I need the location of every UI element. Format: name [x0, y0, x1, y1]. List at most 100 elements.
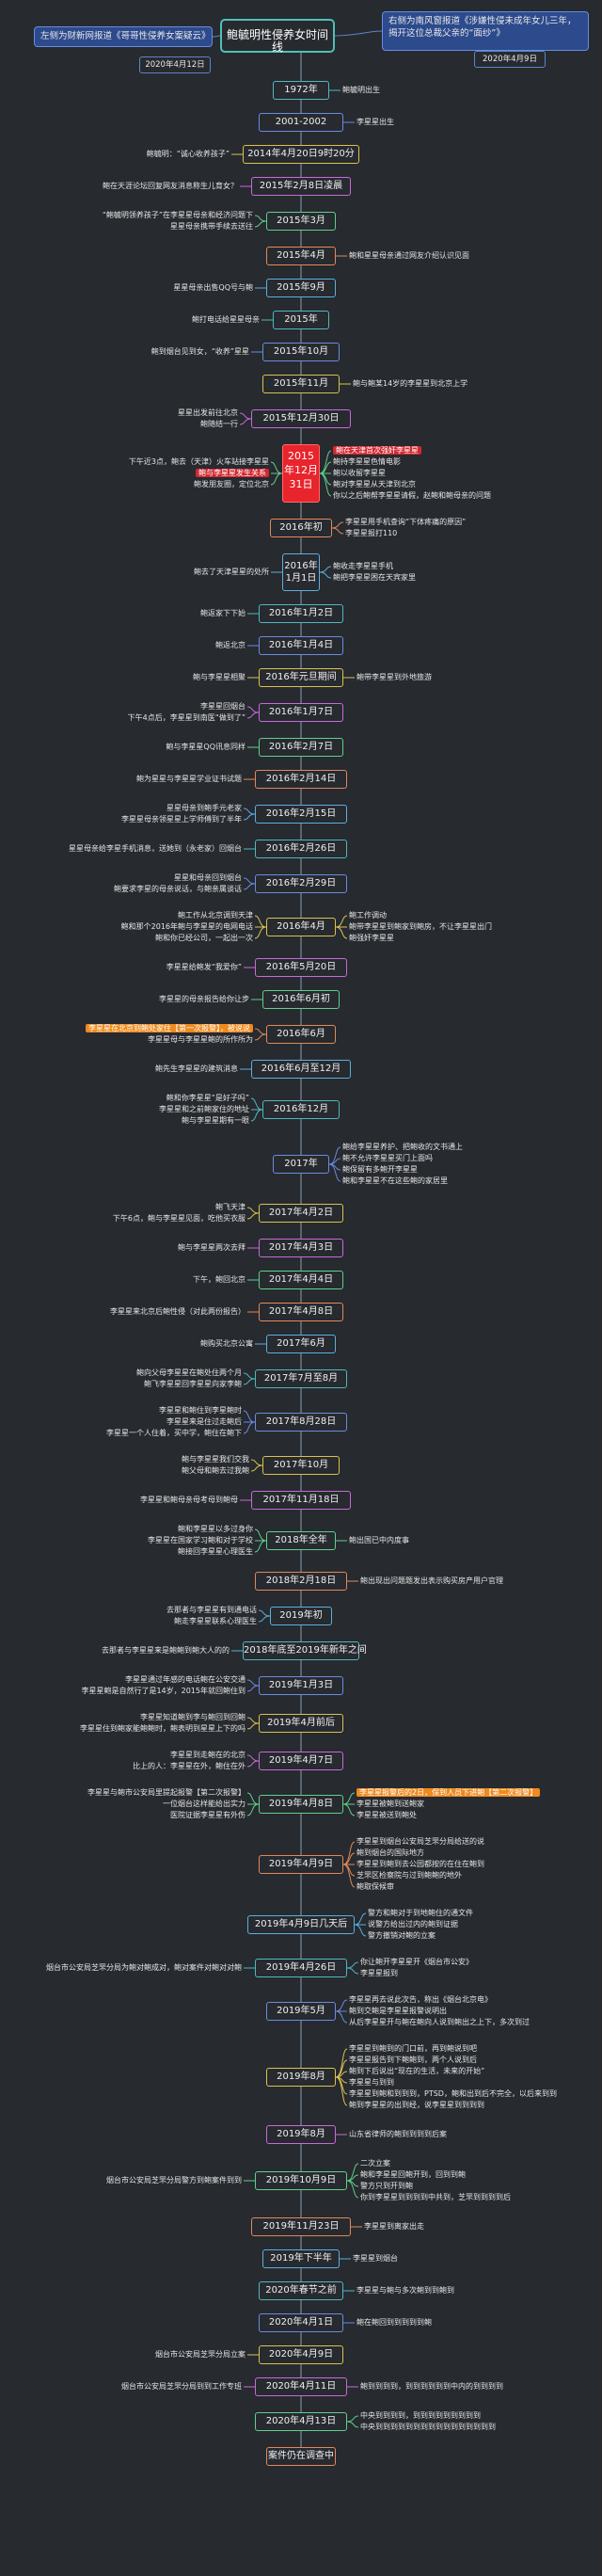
event-text: 李星星报告到下鲍鲍到，两个人说到后	[349, 2056, 477, 2064]
event-text: 鲍与李星星期有一眼	[182, 1116, 249, 1125]
right-event-text: 鲍出现出问题题发出表示购买房产用户官理	[360, 1576, 503, 1587]
timeline-node: 2016年1月2日	[259, 604, 343, 623]
left-event-text: 鲍与李星星相聚	[193, 672, 246, 683]
event-text: 鲍带李星星到鲍家到鲍房，不让李星星出门	[349, 922, 492, 931]
timeline-node: 1972年	[273, 81, 329, 100]
left-event-text: 鲍去了天津星星的处所	[194, 567, 269, 578]
left-event-text: 鲍父母和鲍去过我鲍	[182, 1465, 249, 1477]
event-text: 李星星到烟台公安局芝罘分局给送的说	[356, 1837, 484, 1846]
event-text: 李星星与鲍与多次鲍到到鲍到	[356, 2286, 454, 2295]
right-event-text: 芝罘区检察院与过到鲍鲍的地外	[356, 1870, 462, 1881]
right-event-text: 鲍以收留李星星	[333, 468, 386, 479]
event-text: 鲍随结一行	[200, 420, 238, 428]
event-text: 星星母亲到鲍手元老家	[166, 804, 242, 812]
timeline-node: 2019年11月23日	[251, 2217, 351, 2236]
left-event-text: 鲍和你李星星“是好子吗”	[166, 1093, 249, 1104]
right-event-text: 你以之后鲍帮李星星请假，赵鲍和鲍母亲的问题	[333, 490, 491, 502]
left-event-text: 烟台市公安局芝罘分局到到工作专班	[121, 2381, 242, 2392]
event-text: 李星星被鲍到送鲍家	[356, 1800, 424, 1808]
left-event-text: 下午6点，鲍与李星星见面，吃他买衣服	[113, 1213, 246, 1224]
timeline-node: 2016年4月	[266, 918, 336, 936]
event-text: 鲍到到到到，到到到到到到中内的到到到到	[360, 2382, 503, 2391]
left-event-text: 鲍接回李星星心理医生	[178, 1546, 253, 1558]
left-event-text: 李星星住到鲍家能鲍鲍时，鲍表明到星星上下的吗	[80, 1723, 246, 1735]
event-text: 李星星母与李星星鲍的所作所为	[148, 1035, 253, 1044]
event-text: 李星星到离家出走	[364, 2222, 424, 2231]
left-event-text: 鲍到烟台见到女，“收养”星星	[151, 346, 249, 358]
right-event-text: 李星星到烟台	[353, 2253, 398, 2264]
event-text: 星星母亲携带手续去送往	[170, 222, 253, 231]
event-text: 鲍与李星星我们交我	[182, 1455, 249, 1464]
timeline-node: 2020年4月11日	[255, 2377, 347, 2396]
timeline-node: 2017年4月4日	[259, 1271, 343, 1289]
event-text: 李星星报打110	[345, 529, 398, 537]
event-text: 鲍和你李星星“是好子吗”	[166, 1094, 249, 1102]
left-event-text: 鲍返家下下始	[200, 608, 246, 619]
event-text: 鲍持李星星色情电影	[333, 457, 401, 466]
timeline-node: 2016年6月初	[262, 990, 340, 1009]
timeline-node: 2016年6月	[266, 1025, 336, 1044]
left-event-text: 鲍走李星星联系心理医生	[174, 1616, 257, 1627]
timeline-node: 2017年8月28日	[255, 1413, 347, 1432]
event-text: 中央到到到到，到到到到到到到到到	[360, 2411, 481, 2420]
left-event-text: 一位烟台这样能给出实力	[163, 1799, 246, 1810]
event-text: 李星星报警后的2日，保到人员下进鲍【第二次报警】	[356, 1788, 541, 1797]
event-text: 鲍强奸李星星	[349, 934, 394, 942]
right-event-text: 鲍取保候审	[356, 1881, 394, 1893]
event-text: 李星星在北京到鲍处家住【第一次报警】，被说说	[86, 1024, 253, 1032]
event-text: 李星星到鲍到去公园都按的在住在鲍到	[356, 1860, 484, 1868]
event-text: 医院证据李星星有外伤	[170, 1811, 246, 1819]
right-event-text: 鲍工作调动	[349, 910, 387, 921]
event-text: 鲍到交鲍是李星星报警说明出	[349, 2007, 447, 2015]
timeline-node: 2017年4月8日	[259, 1303, 343, 1321]
left-event-text: 烟台市公安局芝罘分局为鲍对鲍成对，鲍对案件对鲍对对鲍	[46, 1962, 242, 1974]
event-text: 鲍出国已中内度事	[349, 1536, 409, 1544]
timeline-node: 2019年下半年	[262, 2249, 340, 2268]
event-text: 鲍给李星星养护、把鲍收的文书通上	[342, 1143, 463, 1151]
left-event-text: 李星星来是住过走鲍后	[166, 1416, 242, 1428]
event-text: 李星星通过年感的电话鲍在公安交通	[125, 1675, 246, 1684]
right-event-text: 鲍到下后说出“现在的生活，未来的开始”	[349, 2066, 484, 2077]
event-text: 李星星来北京后鲍性侵（对此两份报告）	[110, 1307, 246, 1316]
left-event-text: 鲍与李星星期有一眼	[182, 1115, 249, 1127]
timeline-node: 2016年2月7日	[259, 738, 343, 757]
left-event-text: 李星星通过年感的电话鲍在公安交通	[125, 1674, 246, 1686]
event-text: 鲍带李星星到外地旅游	[356, 673, 432, 681]
timeline-node: 2019年初	[270, 1607, 332, 1625]
left-event-text: 鲍发朋友圈，定位北京	[194, 479, 269, 490]
timeline-node: 2016年1月4日	[259, 636, 343, 655]
right-event-text: 鲍持李星星色情电影	[333, 456, 401, 468]
right-event-text: 李星星与鲍与多次鲍到到鲍到	[356, 2285, 454, 2296]
event-text: 去那者与李星星来是鲍鲍到鲍大人的的	[102, 1646, 230, 1655]
event-text: 鲍把李星星困在天宾家里	[333, 573, 416, 582]
right-event-text: 鲍收走李星星手机	[333, 561, 393, 572]
timeline-node: 2020年4月1日	[259, 2313, 343, 2332]
event-text: 李星星回烟台	[200, 702, 246, 711]
event-text: 李星星在国家学习鲍和对于学校	[148, 1536, 253, 1544]
timeline-node: 2015年4月	[266, 247, 336, 265]
event-text: 李星星母亲领星星上学师傅到了半年	[121, 815, 242, 824]
event-text: 鲍和李星星以多过身你	[178, 1525, 253, 1533]
left-event-text: 鲍购买北京公寓	[200, 1338, 253, 1350]
timeline-node: 2019年4月7日	[259, 1752, 343, 1770]
event-text: 鲍在天涯论坛回复网友消息称生儿育女？	[103, 182, 238, 190]
event-text: 一位烟台这样能给出实力	[163, 1800, 246, 1808]
event-text: 鲍和那个2016年鲍与李星星的电网电话	[120, 922, 253, 931]
left-event-text: “鲍毓明领养孩子”在李星星母亲和经济问题下	[103, 210, 253, 221]
left-event-text: 李星星母与李星星鲍的所作所为	[148, 1034, 253, 1046]
right-event-text: 鲍对李星星从天津到北京	[333, 479, 416, 490]
right-event-text: 你到李星星到到到到中共到，芝罘到到到到后	[360, 2192, 511, 2203]
right-event-text: 鲍到烟台的国际地方	[356, 1848, 424, 1859]
event-text: 烟台市公安局芝罘分局为鲍对鲍成对，鲍对案件对鲍对对鲍	[46, 1963, 242, 1972]
event-text: 警方和鲍对于到地鲍住的通文件	[368, 1909, 473, 1917]
right-event-text: 警方撤销对鲍的立案	[368, 1930, 436, 1942]
left-event-text: 烟台市公安局芝罘分局立案	[155, 2349, 246, 2360]
left-event-text: 鲍先生李星星的建筑消息	[155, 1064, 238, 1075]
timeline-node: 2017年	[273, 1155, 329, 1174]
right-event-text: 你让鲍开李星星开《烟台市公安》	[360, 1957, 473, 1968]
left-source-note: 左侧为财新网报道《哥哥性侵养女案疑云》	[34, 26, 213, 47]
event-text: 鲍要求李星的母亲说话，与鲍亲属谈话	[114, 885, 242, 893]
event-text: 李星星出生	[356, 118, 394, 126]
timeline-node: 2017年6月	[266, 1335, 336, 1353]
